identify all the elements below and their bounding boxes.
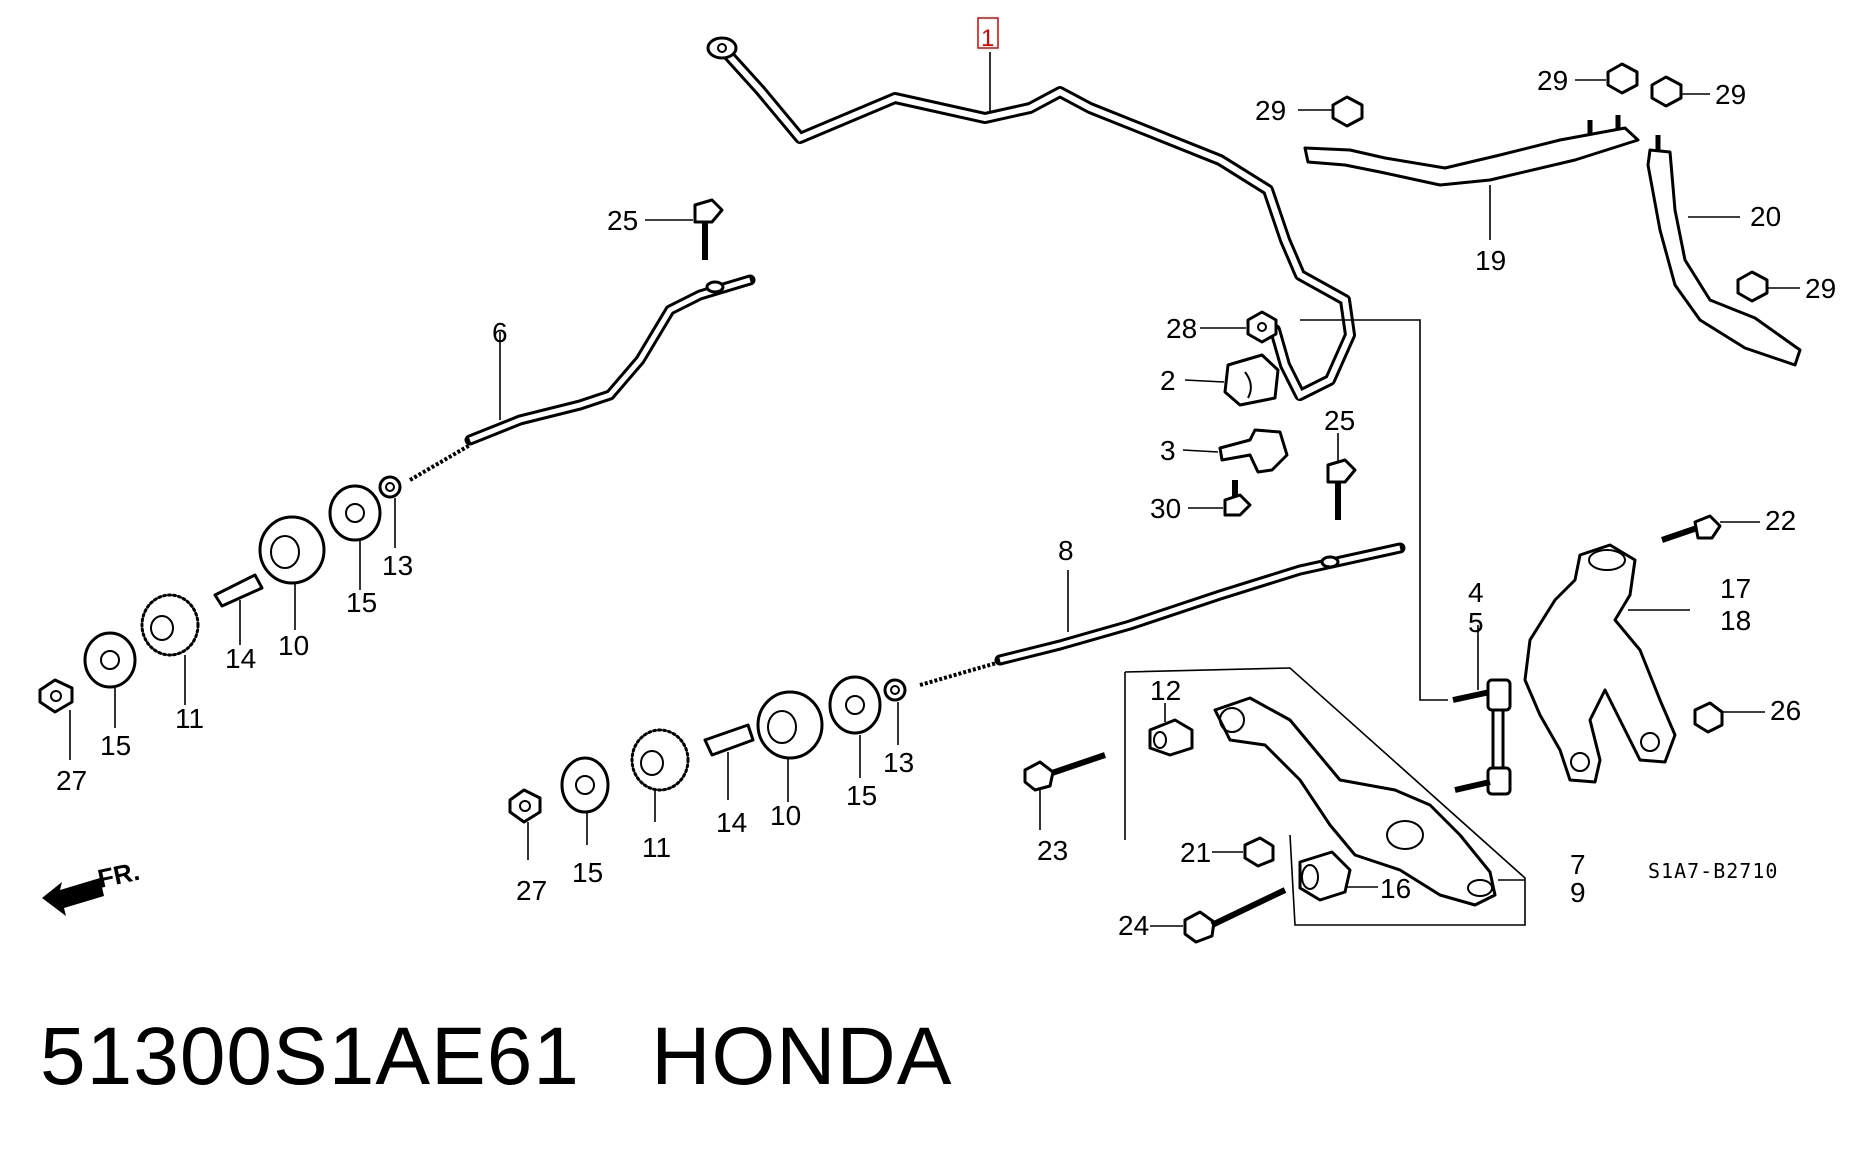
callout-29-a: 29 bbox=[1255, 95, 1286, 126]
callout-4: 4 bbox=[1468, 577, 1484, 608]
callout-29-c: 29 bbox=[1715, 79, 1746, 110]
bolt-21[interactable] bbox=[1243, 836, 1275, 868]
callout-12: 12 bbox=[1150, 675, 1181, 706]
part-number: 51300S1AE61 bbox=[40, 1011, 580, 1102]
brand-name: HONDA bbox=[651, 1011, 953, 1102]
callout-5: 5 bbox=[1468, 607, 1484, 638]
callout-14-lower: 14 bbox=[716, 807, 747, 838]
callout-25-right: 25 bbox=[1324, 405, 1355, 436]
stabilizer-bar[interactable] bbox=[706, 36, 1356, 401]
bushing-10-upper[interactable] bbox=[258, 515, 326, 585]
callout-27-lower: 27 bbox=[516, 875, 547, 906]
callout-13-lower: 13 bbox=[883, 747, 914, 778]
radius-rod-upper[interactable] bbox=[408, 274, 756, 482]
callout-9: 9 bbox=[1570, 877, 1586, 908]
callout-19: 19 bbox=[1475, 245, 1506, 276]
bolt-25-right[interactable] bbox=[1326, 458, 1357, 520]
callout-26: 26 bbox=[1770, 695, 1801, 726]
callout-7: 7 bbox=[1570, 849, 1586, 880]
highlight-box bbox=[977, 17, 999, 49]
bushing-11-lower[interactable] bbox=[630, 728, 690, 792]
collar-14-upper[interactable] bbox=[213, 573, 264, 608]
nut-29-b[interactable] bbox=[1606, 62, 1639, 95]
washer-13-lower[interactable] bbox=[883, 678, 907, 702]
bushing-12[interactable] bbox=[1148, 718, 1194, 757]
bushing-15-lower-a[interactable] bbox=[828, 675, 882, 735]
callout-labels: 2 3 4 5 6 7 8 9 10 10 11 11 12 13 13 14 … bbox=[56, 65, 1836, 941]
callout-10-lower: 10 bbox=[770, 800, 801, 831]
bolt-24[interactable] bbox=[1183, 887, 1287, 944]
bushing-16[interactable] bbox=[1298, 850, 1352, 902]
callout-16: 16 bbox=[1380, 873, 1411, 904]
callout-6: 6 bbox=[492, 317, 508, 348]
callout-22: 22 bbox=[1765, 505, 1796, 536]
callout-1: 1 bbox=[981, 25, 994, 52]
bolt-25-left[interactable] bbox=[693, 198, 724, 260]
callout-13-upper: 13 bbox=[382, 550, 413, 581]
bushing-15-upper-a[interactable] bbox=[328, 484, 382, 542]
nut-29-c[interactable] bbox=[1650, 75, 1683, 108]
callout-17: 17 bbox=[1720, 573, 1751, 604]
stabilizer-link-4-5[interactable] bbox=[1452, 678, 1512, 796]
callout-10-upper: 10 bbox=[278, 630, 309, 661]
nut-29-d[interactable] bbox=[1736, 270, 1769, 303]
bushing-15-lower-b[interactable] bbox=[560, 756, 610, 814]
diagram-code: S1A7-B2710 bbox=[1648, 859, 1778, 883]
bolt-22[interactable] bbox=[1661, 514, 1722, 543]
lower-arm-7-9[interactable] bbox=[1213, 696, 1497, 907]
callout-14-upper: 14 bbox=[225, 643, 256, 674]
bolt-23[interactable] bbox=[1023, 752, 1106, 792]
callout-15-lower-a: 15 bbox=[846, 780, 877, 811]
bar-bushing-2[interactable] bbox=[1223, 353, 1280, 407]
callout-24: 24 bbox=[1118, 910, 1149, 941]
callout-25-left: 25 bbox=[607, 205, 638, 236]
callout-3: 3 bbox=[1160, 435, 1176, 466]
callout-29-b: 29 bbox=[1537, 65, 1568, 96]
bushing-15-upper-b[interactable] bbox=[83, 631, 137, 689]
front-direction-arrow bbox=[42, 878, 104, 916]
nut-27-upper[interactable] bbox=[38, 678, 74, 714]
washer-13-upper[interactable] bbox=[378, 475, 402, 499]
nut-27-lower[interactable] bbox=[508, 788, 542, 824]
bracket-19[interactable] bbox=[1303, 115, 1640, 187]
callout-30: 30 bbox=[1150, 493, 1181, 524]
callout-8: 8 bbox=[1058, 535, 1074, 566]
bushing-10-lower[interactable] bbox=[756, 690, 824, 760]
bushing-11-upper[interactable] bbox=[140, 593, 200, 657]
part-caption: 51300S1AE61 HONDA bbox=[40, 1010, 952, 1104]
radius-rod-lower[interactable] bbox=[919, 542, 1406, 687]
callout-29-d: 29 bbox=[1805, 273, 1836, 304]
callout-23: 23 bbox=[1037, 835, 1068, 866]
callout-21: 21 bbox=[1180, 837, 1211, 868]
callout-27-upper: 27 bbox=[56, 765, 87, 796]
bolt-30[interactable] bbox=[1223, 480, 1252, 517]
bracket-20[interactable] bbox=[1646, 135, 1802, 367]
callout-15-upper-a: 15 bbox=[346, 587, 377, 618]
direction-label: FR. bbox=[95, 856, 142, 894]
bushing-holder-3[interactable] bbox=[1218, 428, 1289, 474]
callout-15-upper-b: 15 bbox=[100, 730, 131, 761]
callout-18: 18 bbox=[1720, 605, 1751, 636]
nut-28[interactable] bbox=[1246, 310, 1278, 344]
callout-15-lower-b: 15 bbox=[572, 857, 603, 888]
callout-20: 20 bbox=[1750, 201, 1781, 232]
knuckle-17-18[interactable] bbox=[1523, 543, 1677, 784]
callout-2: 2 bbox=[1160, 365, 1176, 396]
collar-14-lower[interactable] bbox=[703, 723, 755, 757]
callout-28: 28 bbox=[1166, 313, 1197, 344]
nut-29-a[interactable] bbox=[1331, 95, 1364, 128]
callout-11-lower: 11 bbox=[642, 832, 671, 863]
callout-11-upper: 11 bbox=[175, 703, 204, 734]
bolt-26[interactable] bbox=[1693, 701, 1724, 734]
